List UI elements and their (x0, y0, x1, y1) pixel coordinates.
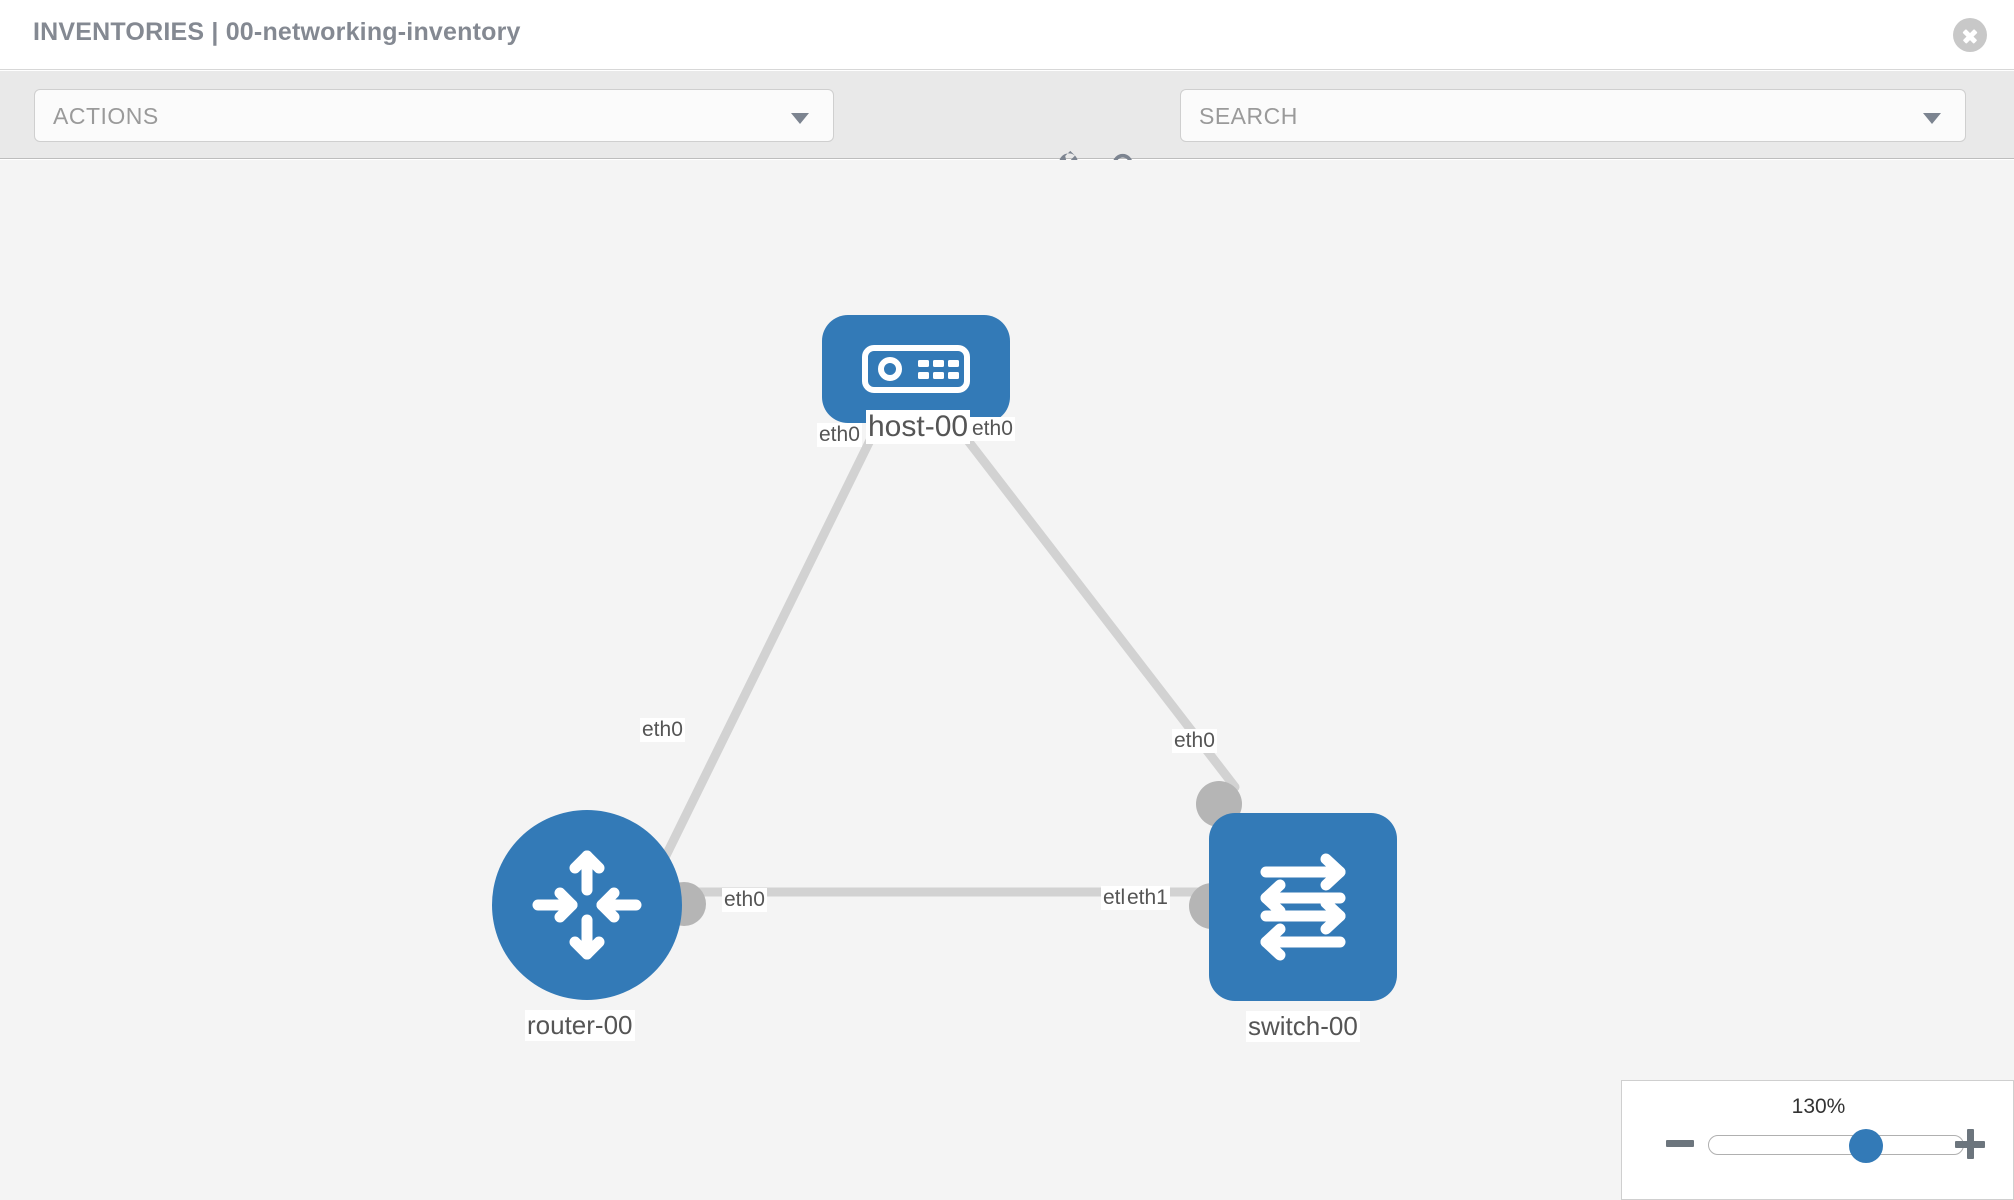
zoom-slider[interactable] (1708, 1129, 1964, 1163)
edge-label-switch-left-overlap: etl (1101, 886, 1128, 910)
chevron-down-icon (1923, 113, 1941, 124)
search-placeholder: SEARCH (1199, 103, 1298, 129)
search-input[interactable]: SEARCH (1180, 89, 1966, 142)
toolbar: ACTIONS SEARCH (0, 71, 2014, 187)
edge-label-router-right: eth0 (722, 888, 767, 912)
node-host-00-label: host-00 (866, 410, 971, 444)
server-icon (862, 345, 970, 393)
router-arrows-icon (532, 850, 642, 960)
actions-dropdown-label: ACTIONS (53, 103, 159, 129)
actions-dropdown[interactable]: ACTIONS (34, 89, 834, 142)
zoom-control-panel: 130% (1621, 1080, 2014, 1200)
chevron-down-icon (791, 113, 809, 124)
link-host-router (650, 415, 885, 883)
edge-label-host-left: eth0 (817, 423, 862, 447)
zoom-slider-thumb[interactable] (1848, 1129, 1883, 1163)
close-icon[interactable] (1953, 18, 1987, 52)
edge-label-switch-to-host: eth0 (1172, 729, 1217, 753)
node-router-00-shape[interactable] (492, 810, 682, 1000)
node-router-00-label: router-00 (525, 1010, 635, 1041)
zoom-out-button[interactable] (1666, 1129, 1694, 1157)
zoom-in-button[interactable] (1955, 1129, 1985, 1159)
switch-arrows-icon (1260, 853, 1346, 961)
page-title: INVENTORIES | 00-networking-inventory (33, 18, 521, 46)
topology-links (650, 415, 1240, 897)
page-header: INVENTORIES | 00-networking-inventory (0, 0, 2014, 70)
node-switch-00-shape[interactable] (1209, 813, 1397, 1001)
edge-label-router-to-host: eth0 (640, 718, 685, 742)
node-host-00-shape[interactable] (822, 315, 1010, 423)
edge-label-host-right: eth0 (970, 417, 1015, 441)
edge-label-switch-left: eth1 (1125, 886, 1170, 910)
node-switch-00-label: switch-00 (1246, 1011, 1360, 1042)
link-host-switch (947, 415, 1240, 792)
zoom-level-value: 130% (1791, 1095, 1846, 1118)
topology-canvas[interactable]: host-00 eth0 eth0 (0, 160, 2014, 1200)
